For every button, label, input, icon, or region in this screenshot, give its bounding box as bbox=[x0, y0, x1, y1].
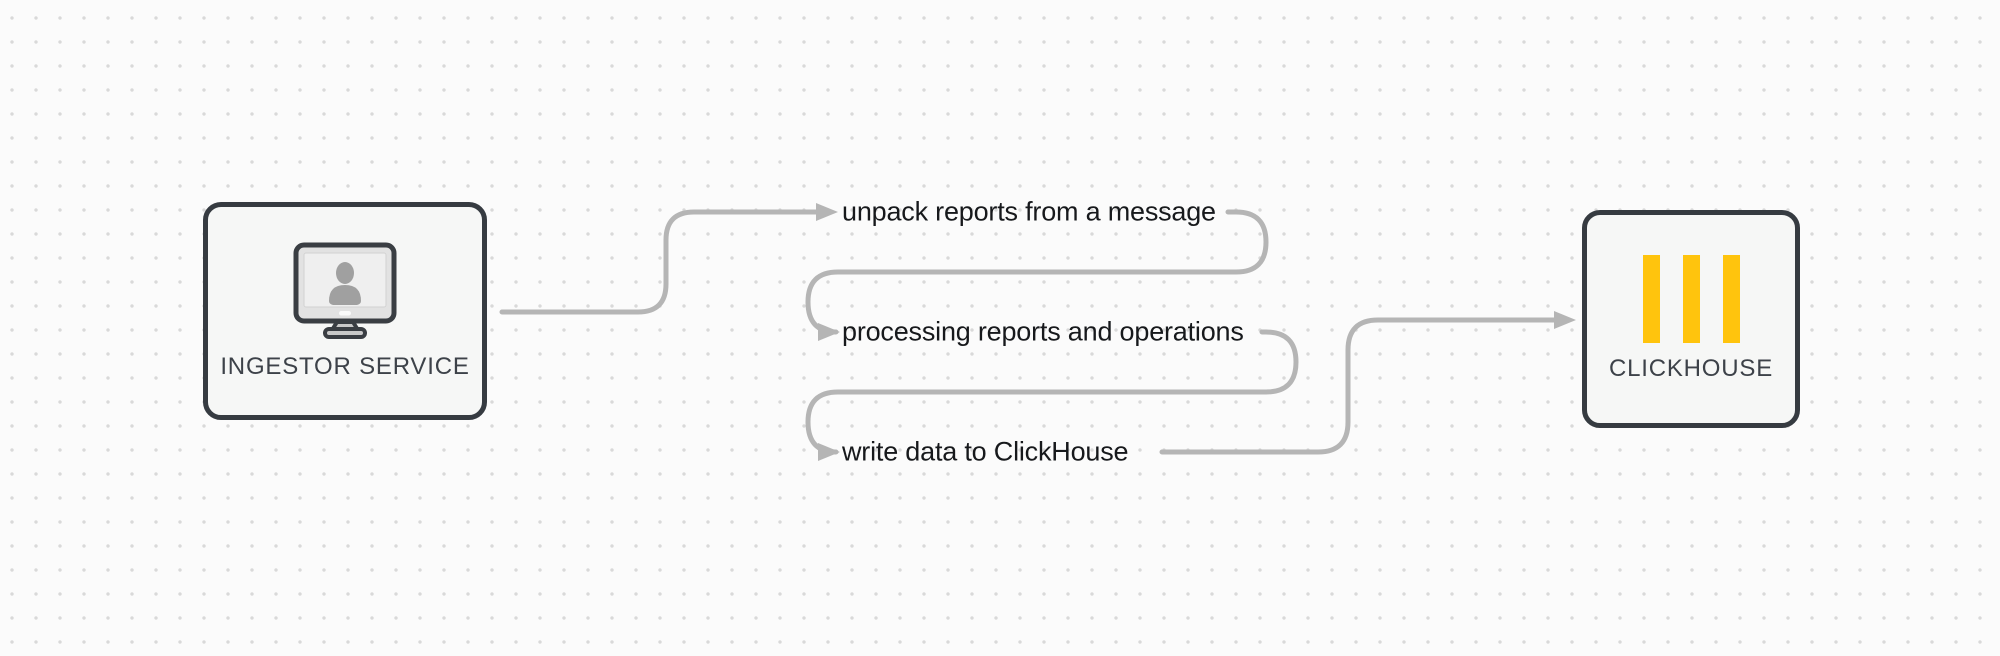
connector-ingestor-to-step1 bbox=[499, 209, 821, 315]
flow-step-label-1: unpack reports from a message bbox=[842, 196, 1216, 227]
node-ingestor-service: INGESTOR SERVICE bbox=[203, 202, 487, 420]
ingestor-node-label: INGESTOR SERVICE bbox=[220, 353, 470, 380]
flow-step-label-2: processing reports and operations bbox=[842, 316, 1244, 347]
connector-step2-to-step3 bbox=[805, 329, 1299, 455]
arrowhead-icon bbox=[818, 443, 840, 461]
clickhouse-logo-bar bbox=[1722, 255, 1740, 343]
monitor-user-icon bbox=[293, 242, 397, 339]
node-clickhouse: CLICKHOUSE bbox=[1582, 210, 1800, 428]
arrowhead-icon bbox=[818, 323, 840, 341]
arrowhead-icon bbox=[816, 203, 838, 221]
arrowhead-icon bbox=[1554, 311, 1576, 329]
connector-step3-to-clickhouse bbox=[1159, 317, 1557, 455]
clickhouse-logo-icon bbox=[1642, 255, 1740, 343]
connector-step1-to-step2 bbox=[805, 209, 1269, 335]
clickhouse-logo-bar bbox=[1642, 255, 1660, 343]
flow-step-label-3: write data to ClickHouse bbox=[842, 436, 1129, 467]
clickhouse-node-label: CLICKHOUSE bbox=[1608, 355, 1774, 382]
clickhouse-logo-bar bbox=[1682, 255, 1700, 343]
